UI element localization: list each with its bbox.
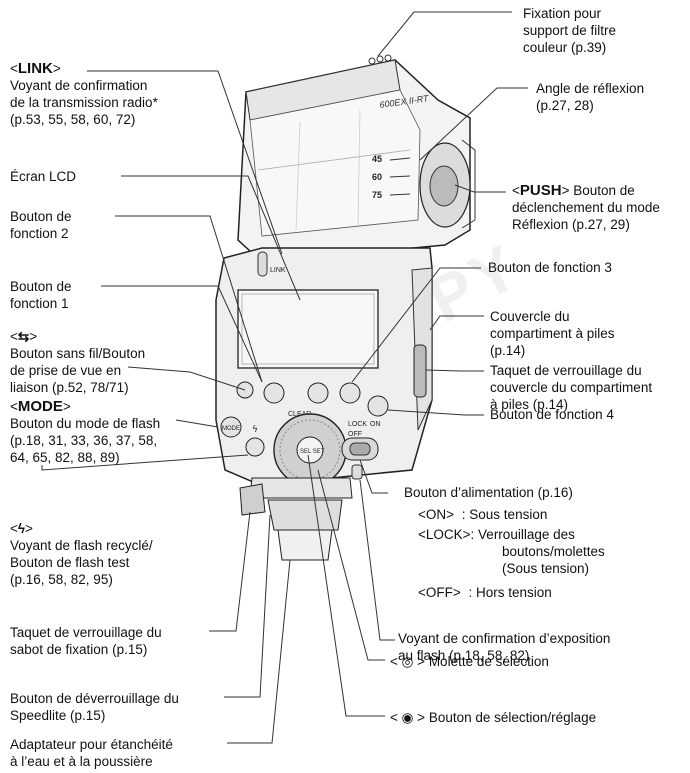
off-text: OFF: [348, 431, 362, 438]
label-dial: < ◎ > Molette de sélection: [390, 654, 549, 669]
angle-75: 75: [372, 190, 382, 200]
label-lcd: Écran LCD: [10, 169, 77, 184]
power-on: <ON> : Sous tension: [418, 507, 548, 522]
label-wireless: <⇆> Bouton sans fil/Bouton de prise de v…: [10, 329, 146, 395]
label-push: <PUSH> Bouton de déclenchement du mode R…: [512, 182, 660, 232]
set-button-icon: ◉: [401, 710, 414, 725]
power-lock-line2: boutons/molettes: [502, 544, 605, 559]
svg-text:ϟ: ϟ: [252, 425, 258, 435]
label-shoe-latch: Taquet de verrouillage du sabot de fixat…: [10, 625, 162, 657]
flash-icon: ϟ: [17, 521, 26, 536]
label-adapter: Adaptateur pour étanchéité à l’eau et à …: [10, 737, 173, 769]
label-filter-holder: Fixation pour support de filtre couleur …: [523, 6, 617, 55]
sel-set-text: SEL SET: [300, 449, 325, 455]
label-bounce-angle: Angle de réflexion (p.27, 28): [536, 81, 645, 113]
on-text: ON: [370, 421, 381, 428]
power-off: <OFF> : Hors tension: [418, 585, 552, 600]
dial-icon: ◎: [401, 654, 414, 669]
label-function-4: Bouton de fonction 4: [490, 407, 614, 422]
clear-text: CLEAR: [288, 411, 311, 418]
lock-text: LOCK: [348, 421, 367, 428]
label-release: Bouton de déverrouillage du Speedlite (p…: [10, 691, 179, 723]
label-select-set: < ◉ > Bouton de sélection/réglage: [390, 710, 597, 725]
power-lock-line3: (Sous tension): [502, 561, 590, 576]
mode-text: MODE: [222, 426, 240, 432]
label-link: <LINK> Voyant de confirmation de la tran…: [10, 60, 158, 127]
label-function-1: Bouton de fonction 1: [10, 279, 72, 311]
label-mode: <MODE> Bouton du mode de flash (p.18, 31…: [10, 398, 161, 465]
label-exposure: Voyant de confirmation d’exposition au f…: [398, 631, 611, 663]
angle-45: 45: [372, 154, 382, 164]
label-power: Bouton d’alimentation (p.16): [404, 485, 573, 500]
label-flash-test: <ϟ> Voyant de flash recyclé/ Bouton de f…: [10, 521, 153, 587]
power-lock: <LOCK>: Verrouillage des: [418, 527, 575, 542]
label-function-2: Bouton de fonction 2: [10, 209, 72, 241]
label-function-3: Bouton de fonction 3: [488, 260, 612, 275]
label-battery-cover: Couvercle du compartiment à piles (p.14): [490, 309, 615, 358]
angle-60: 60: [372, 172, 382, 182]
wireless-icon: ⇆: [17, 329, 30, 344]
link-text: LINK: [270, 267, 286, 274]
label-battery-latch: Taquet de verrouillage du couvercle du c…: [490, 363, 653, 412]
